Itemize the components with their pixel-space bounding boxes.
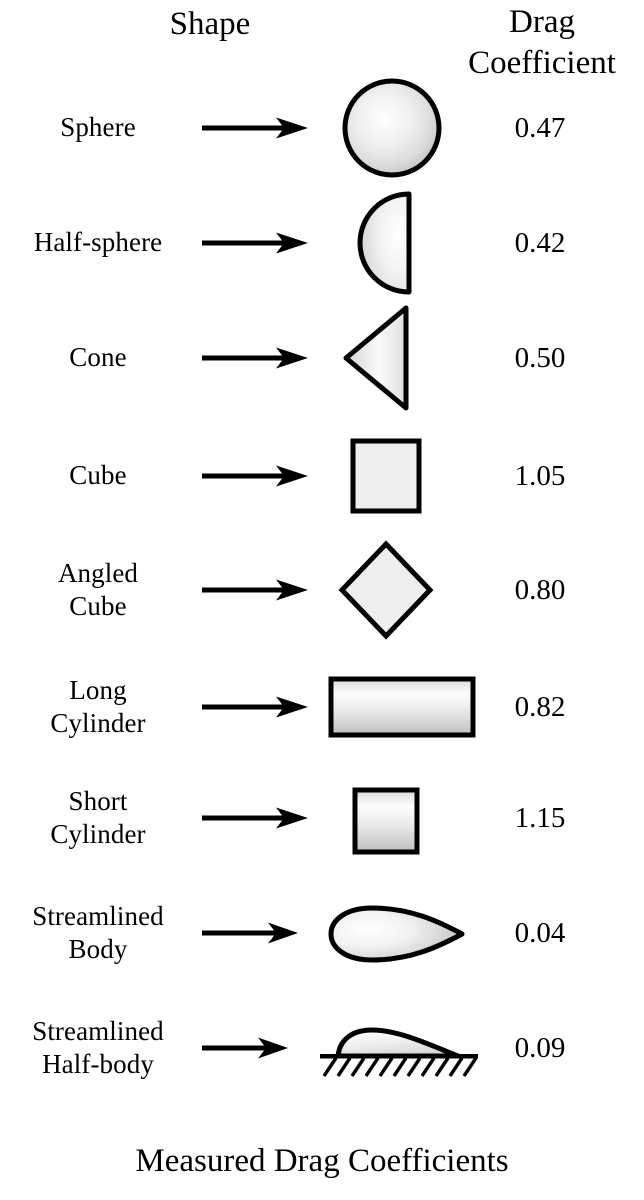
shape-label-sphere: Sphere (0, 70, 196, 185)
right-arrow-icon (202, 465, 308, 486)
shape-label-line1: Cube (69, 460, 127, 490)
column-header-drag-line2: Coefficient (468, 45, 616, 81)
shape-figure-streamlined-half-body (318, 990, 488, 1105)
angled-cube-shape-icon (338, 540, 434, 640)
streamlined-half-body-shape-icon (320, 1027, 478, 1077)
right-arrow-icon (202, 696, 308, 717)
shape-label-line1: Streamlined (32, 900, 164, 931)
half-sphere-shape-icon (357, 191, 412, 295)
table-row-streamlined-half-body: Streamlined Half-body (0, 990, 644, 1105)
flow-arrow-cube (200, 418, 318, 533)
shape-label-line2: Cylinder (50, 818, 146, 849)
column-header-drag-coefficient: Drag Coefficient (440, 2, 644, 84)
shape-label-line2: Half-body (42, 1048, 154, 1079)
shape-label-line1: Angled (57, 557, 139, 588)
drag-value-sphere: 0.47 (514, 111, 566, 144)
column-header-drag-line1: Drag (509, 4, 575, 40)
drag-value-angled-cube: 0.80 (514, 573, 566, 606)
drag-value-cube: 1.05 (514, 459, 566, 492)
flow-arrow-cone (200, 300, 318, 415)
shape-label-streamlined-body: Streamlined Body (0, 875, 196, 990)
shape-label-line2: Body (68, 933, 128, 964)
flow-arrow-short-cylinder (200, 760, 318, 875)
shape-label-cube: Cube (0, 418, 196, 533)
right-arrow-icon (202, 232, 308, 253)
shape-figure-cone (318, 300, 488, 415)
flow-arrow-sphere (200, 70, 318, 185)
shape-label-streamlined-half-body: Streamlined Half-body (0, 990, 196, 1105)
cube-shape-icon (350, 438, 422, 514)
table-row-short-cylinder: Short Cylinder 1.1 (0, 760, 644, 875)
shape-label-long-cylinder: Long Cylinder (0, 649, 196, 764)
right-arrow-icon (202, 1037, 288, 1058)
drag-value-cone: 0.50 (514, 341, 566, 374)
table-row-long-cylinder: Long Cylinder 0.82 (0, 649, 644, 764)
short-cylinder-shape-icon (352, 787, 420, 855)
drag-value-streamlined-half-body: 0.09 (514, 1031, 566, 1064)
column-header-shape: Shape (169, 6, 251, 42)
shape-label-line1: Half-sphere (33, 227, 163, 257)
right-arrow-icon (202, 117, 308, 138)
shape-label-line1: Sphere (60, 112, 136, 142)
shape-figure-sphere (318, 70, 488, 185)
drag-value-half-sphere: 0.42 (514, 226, 566, 259)
shape-label-line1: Short (68, 785, 128, 816)
shape-label-line2: Cylinder (50, 707, 146, 738)
sphere-shape-icon (342, 78, 442, 178)
table-row-half-sphere: Half-sphere 0.42 (0, 185, 644, 300)
streamlined-body-shape-icon (328, 905, 465, 963)
shape-label-line1: Cone (69, 342, 127, 372)
table-row-cube: Cube 1.05 (0, 418, 644, 533)
shape-figure-half-sphere (318, 185, 488, 300)
flow-arrow-streamlined-half-body (200, 990, 318, 1105)
shape-figure-short-cylinder (318, 760, 488, 875)
shape-figure-streamlined-body (318, 875, 488, 990)
long-cylinder-shape-icon (328, 676, 476, 738)
flow-arrow-half-sphere (200, 185, 318, 300)
right-arrow-icon (202, 922, 298, 943)
shape-label-half-sphere: Half-sphere (0, 185, 196, 300)
shape-label-short-cylinder: Short Cylinder (0, 760, 196, 875)
right-arrow-icon (202, 579, 308, 600)
shape-label-line1: Long (69, 674, 127, 705)
shape-label-cone: Cone (0, 300, 196, 415)
drag-value-long-cylinder: 0.82 (514, 690, 566, 723)
figure-caption: Measured Drag Coefficients (135, 1143, 509, 1179)
flow-arrow-long-cylinder (200, 649, 318, 764)
right-arrow-icon (202, 347, 308, 368)
flow-arrow-streamlined-body (200, 875, 318, 990)
table-row-sphere: Sphere 0.47 (0, 70, 644, 185)
flow-arrow-angled-cube (200, 532, 318, 647)
drag-value-streamlined-body: 0.04 (514, 916, 566, 949)
right-arrow-icon (202, 807, 308, 828)
shape-figure-long-cylinder (318, 649, 488, 764)
drag-value-short-cylinder: 1.15 (514, 801, 566, 834)
table-header: Shape Drag Coefficient (0, 0, 644, 92)
shape-label-line2: Cube (69, 590, 127, 621)
shape-figure-cube (318, 418, 488, 533)
table-row-angled-cube: Angled Cube 0.80 (0, 532, 644, 647)
table-row-streamlined-body: Streamlined Body 0.04 (0, 875, 644, 990)
shape-label-angled-cube: Angled Cube (0, 532, 196, 647)
shape-figure-angled-cube (318, 532, 488, 647)
cone-shape-icon (343, 305, 409, 411)
shape-label-line1: Streamlined (32, 1015, 164, 1046)
table-row-cone: Cone 0.50 (0, 300, 644, 415)
